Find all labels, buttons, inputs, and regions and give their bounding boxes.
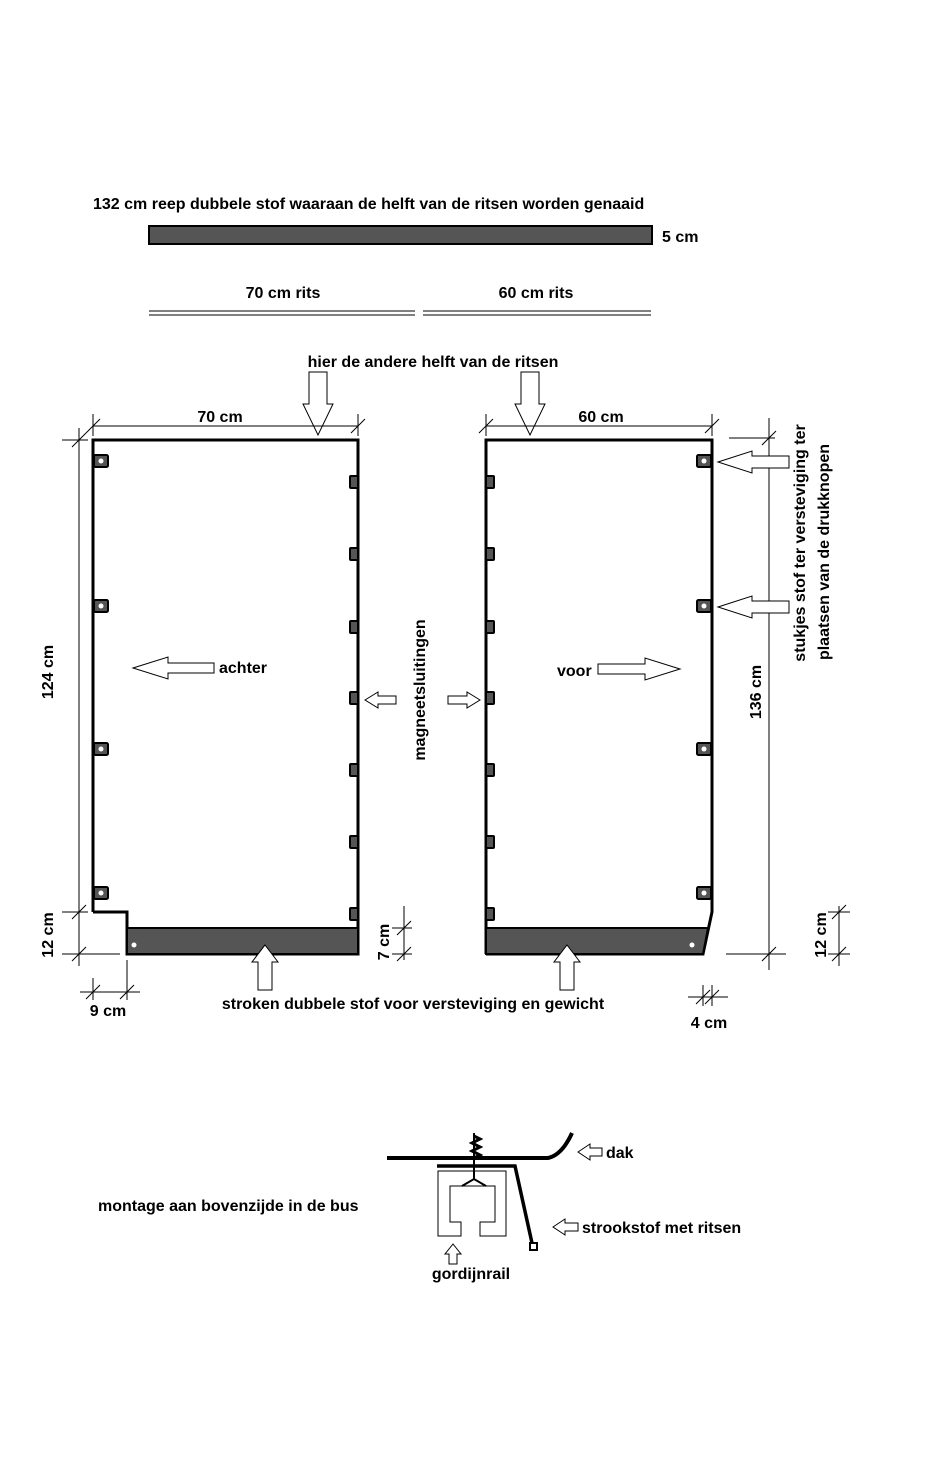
magnet-closure (349, 620, 359, 634)
left-width-label: 70 cm (197, 409, 242, 426)
snap-button (696, 742, 712, 756)
left-panel (91, 438, 360, 956)
snap-note-line1: stukjes stof ter versteviging ter (792, 424, 809, 661)
right-bottom-height-label: 12 cm (813, 912, 830, 957)
magnet-closure (485, 547, 495, 561)
weight-strip-left (126, 927, 359, 955)
strip-width-label: 5 cm (662, 229, 698, 246)
up-arrow-icon (443, 1243, 463, 1265)
magnet-closure (485, 620, 495, 634)
snap-button (696, 454, 712, 468)
magnet-label: magneetsluitingen (412, 619, 429, 760)
weight-strip-right (485, 927, 710, 955)
strip-title: 132 cm reep dubbele stof waaraan de helf… (93, 196, 644, 213)
notch-height-label: 12 cm (40, 912, 57, 957)
magnet-closure (485, 763, 495, 777)
left-arrow-icon (364, 691, 397, 709)
rail-label: gordijnrail (432, 1266, 510, 1283)
right-width-label: 60 cm (578, 409, 623, 426)
down-arrow-icon (302, 371, 334, 437)
magnet-closure (349, 907, 359, 921)
left-arrow-icon (552, 1218, 579, 1236)
zipper-right (423, 310, 651, 316)
right-arrow-icon (597, 657, 682, 681)
notch-width-label: 9 cm (90, 1003, 126, 1020)
down-arrow-icon (514, 371, 546, 437)
magnet-closure (485, 475, 495, 489)
snap-button (93, 886, 109, 900)
snap-button (93, 599, 109, 613)
left-panel-label: achter (219, 660, 267, 677)
left-arrow-icon (131, 656, 215, 680)
right-arrow-icon (447, 691, 481, 709)
snap-button (696, 886, 712, 900)
snap-button (93, 454, 109, 468)
up-arrow-icon (250, 944, 280, 991)
left-arrow-icon (716, 450, 790, 474)
top-note: hier de andere helft van de ritsen (308, 354, 559, 371)
mount-title: montage aan bovenzijde in de bus (98, 1198, 359, 1215)
fabric-strip-label: strookstof met ritsen (582, 1220, 741, 1237)
snap-note-line2: plaatsen van de drukknopen (816, 444, 833, 660)
zipper-left-label: 70 cm rits (246, 285, 321, 302)
magnet-closure (485, 907, 495, 921)
mount-illustration (387, 1132, 574, 1251)
magnet-closure (485, 691, 495, 705)
bottom-note: stroken dubbele stof voor versteviging e… (222, 996, 605, 1013)
up-arrow-icon (552, 944, 582, 991)
zipper-left (149, 310, 415, 316)
snap-button (696, 599, 712, 613)
zipper-right-label: 60 cm rits (499, 285, 574, 302)
magnet-closure (349, 763, 359, 777)
magnet-closure (349, 835, 359, 849)
magnet-closure (485, 835, 495, 849)
right-height-label: 136 cm (748, 665, 765, 719)
right-panel-label: voor (557, 663, 592, 680)
magnet-closure (349, 547, 359, 561)
right-offset-label: 4 cm (691, 1015, 727, 1032)
magnet-closure (349, 691, 359, 705)
magnet-closure (349, 475, 359, 489)
left-arrow-icon (716, 595, 790, 619)
left-arrow-icon (577, 1143, 603, 1161)
roof-label: dak (606, 1145, 634, 1162)
snap-button (93, 742, 109, 756)
fabric-strip (148, 225, 653, 245)
left-height-label: 124 cm (40, 645, 57, 699)
right-panel (484, 438, 714, 956)
strip-height-label: 7 cm (376, 924, 393, 960)
